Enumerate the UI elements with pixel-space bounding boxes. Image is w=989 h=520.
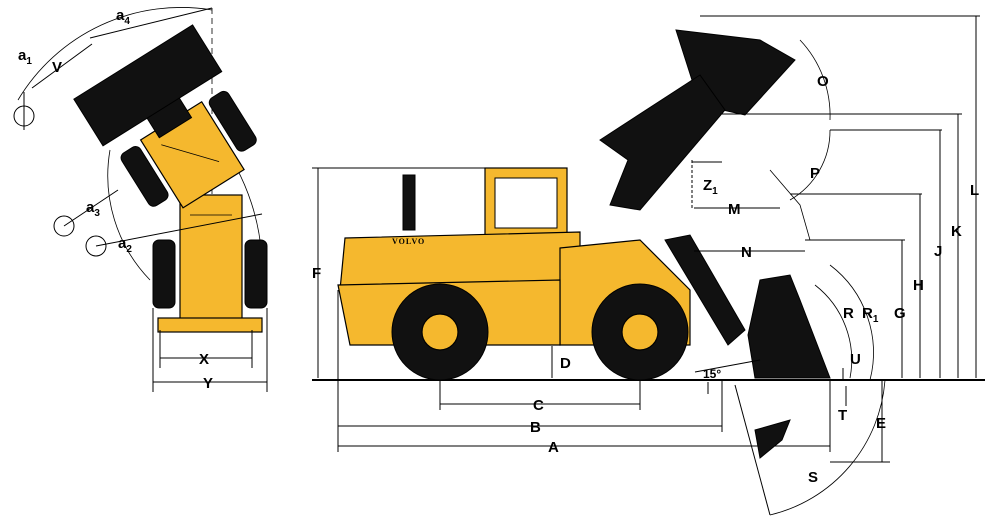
arc-s xyxy=(769,379,886,516)
label-angle: 15° xyxy=(703,367,721,381)
front-right-tire xyxy=(208,90,257,152)
label-a2: a2 xyxy=(118,235,132,255)
label-x: X xyxy=(199,351,209,368)
label-l: L xyxy=(970,182,979,199)
label-t: T xyxy=(838,407,847,424)
turning-arc-inner xyxy=(107,149,151,281)
rear-right-tire xyxy=(244,239,268,309)
turning-arc-outer xyxy=(17,7,213,101)
label-n: N xyxy=(741,244,752,261)
label-u: U xyxy=(850,351,861,368)
dim-a2-line xyxy=(95,213,263,247)
label-a4: a4 xyxy=(116,7,130,27)
label-e: E xyxy=(876,415,886,432)
label-h: H xyxy=(913,277,924,294)
dim-s-line xyxy=(734,384,771,516)
dump-bucket-silhouette xyxy=(754,419,791,459)
a2-circle-marker xyxy=(85,235,107,257)
counterweight xyxy=(157,317,263,333)
label-j: J xyxy=(934,243,942,260)
label-p: P xyxy=(810,165,820,182)
cab-window xyxy=(494,177,558,229)
label-b: B xyxy=(530,419,541,436)
rear-hub xyxy=(421,313,459,351)
label-s: S xyxy=(808,469,818,486)
label-f: F xyxy=(312,265,321,282)
rear-left-tire xyxy=(152,239,176,309)
arc-p xyxy=(789,129,831,201)
label-v: V xyxy=(52,59,62,76)
front-left-tire xyxy=(120,146,169,207)
frame-hatch xyxy=(161,144,220,163)
label-y: Y xyxy=(203,375,213,392)
rear-frame xyxy=(179,194,243,321)
front-hub xyxy=(621,313,659,351)
dim-v-line xyxy=(31,43,93,89)
label-o: O xyxy=(817,73,829,90)
label-d: D xyxy=(560,355,571,372)
front-frame-rotated xyxy=(73,24,257,209)
label-a1: a1 xyxy=(18,47,32,67)
label-c: C xyxy=(533,397,544,414)
label-k: K xyxy=(951,223,962,240)
top-view-loader: X Y V a4 a1 a3 a2 xyxy=(13,7,268,392)
lowered-bucket xyxy=(747,274,831,379)
bucket-top xyxy=(73,24,223,147)
side-view-loader: VOLVO F D C B A 15° Z1 xyxy=(312,15,985,516)
label-a: A xyxy=(548,439,559,456)
dim-a3-line xyxy=(63,189,119,227)
label-a3: a3 xyxy=(86,199,100,219)
dim-a4-line xyxy=(89,7,213,39)
brand-label: VOLVO xyxy=(392,237,425,246)
exhaust-stack xyxy=(402,174,416,231)
raised-lift-arm xyxy=(599,74,726,211)
label-r: R xyxy=(843,305,854,322)
arc-r xyxy=(814,284,853,379)
a3-circle-marker xyxy=(53,215,75,237)
lowered-lift-arm xyxy=(664,234,746,346)
arc-r1 xyxy=(829,264,874,381)
bucket-edge-trace xyxy=(769,169,811,241)
angle-line xyxy=(694,359,761,373)
label-z1: Z1 xyxy=(703,177,718,197)
arc-o xyxy=(799,39,831,121)
label-r1: R1 xyxy=(862,305,879,325)
label-m: M xyxy=(728,201,741,218)
label-g: G xyxy=(894,305,906,322)
